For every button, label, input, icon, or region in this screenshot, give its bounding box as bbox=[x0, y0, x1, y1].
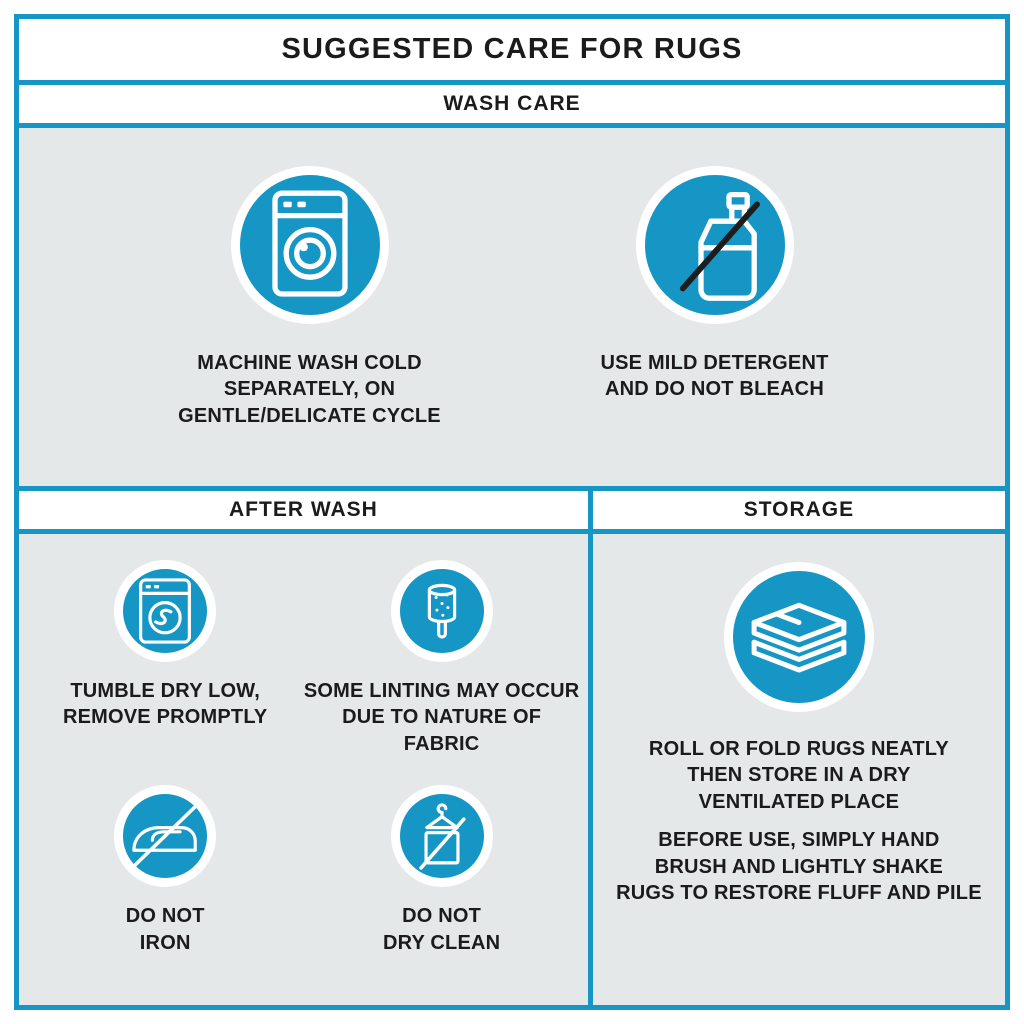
care-item-no-dry-clean: DO NOT DRY CLEAN bbox=[303, 785, 579, 956]
care-item-tumble-dry: TUMBLE DRY LOW, REMOVE PROMPTLY bbox=[27, 560, 303, 757]
after-wash-column: AFTER WASH bbox=[19, 491, 593, 1005]
care-item-machine-wash: MACHINE WASH COLD SEPARATELY, ON GENTLE/… bbox=[155, 166, 465, 486]
storage-column: STORAGE ROLL OR FOLD RUGS NEATLY THE bbox=[592, 491, 1005, 1005]
storage-header-label: STORAGE bbox=[743, 498, 855, 521]
bottom-sections: AFTER WASH bbox=[19, 491, 1005, 1005]
care-item-no-bleach: USE MILD DETERGENT AND DO NOT BLEACH bbox=[560, 166, 870, 486]
section-header-storage: STORAGE bbox=[592, 491, 1005, 534]
care-caption: DO NOT IRON bbox=[125, 905, 205, 954]
care-caption: SOME LINTING MAY OCCUR DUE TO NATURE OF … bbox=[303, 680, 580, 755]
storage-section: ROLL OR FOLD RUGS NEATLY THEN STORE IN A… bbox=[592, 534, 1005, 1005]
care-caption: DO NOT DRY CLEAN bbox=[382, 905, 501, 954]
no-iron-icon bbox=[114, 785, 217, 888]
section-header-wash-care: WASH CARE bbox=[19, 85, 1005, 128]
care-item-no-iron: DO NOT IRON bbox=[27, 785, 303, 956]
wash-care-header-label: WASH CARE bbox=[443, 92, 581, 115]
care-caption: MACHINE WASH COLD SEPARATELY, ON GENTLE/… bbox=[178, 352, 441, 427]
tumble-dry-icon bbox=[114, 560, 217, 662]
care-caption: USE MILD DETERGENT AND DO NOT BLEACH bbox=[600, 352, 829, 401]
no-bleach-icon bbox=[635, 166, 794, 324]
washing-machine-icon bbox=[230, 166, 389, 324]
lint-roller-icon bbox=[390, 560, 493, 662]
storage-text: ROLL OR FOLD RUGS NEATLY THEN STORE IN A… bbox=[616, 736, 982, 906]
storage-paragraph: ROLL OR FOLD RUGS NEATLY THEN STORE IN A… bbox=[648, 738, 949, 813]
after-wash-section: TUMBLE DRY LOW, REMOVE PROMPTLY bbox=[19, 534, 588, 1005]
storage-paragraph: BEFORE USE, SIMPLY HAND BRUSH AND LIGHTL… bbox=[616, 829, 982, 904]
no-dry-clean-icon bbox=[390, 785, 493, 888]
after-wash-grid: TUMBLE DRY LOW, REMOVE PROMPTLY bbox=[19, 534, 588, 964]
title-row: SUGGESTED CARE FOR RUGS bbox=[19, 19, 1005, 85]
after-wash-header-label: AFTER WASH bbox=[229, 498, 378, 521]
frame: SUGGESTED CARE FOR RUGS WASH CARE bbox=[14, 14, 1010, 1010]
page-title: SUGGESTED CARE FOR RUGS bbox=[281, 33, 743, 65]
section-header-after-wash: AFTER WASH bbox=[19, 491, 588, 534]
care-caption: TUMBLE DRY LOW, REMOVE PROMPTLY bbox=[62, 680, 268, 729]
wash-care-section: MACHINE WASH COLD SEPARATELY, ON GENTLE/… bbox=[19, 128, 1005, 491]
care-item-linting: SOME LINTING MAY OCCUR DUE TO NATURE OF … bbox=[303, 560, 579, 757]
folded-rug-icon bbox=[723, 562, 874, 712]
